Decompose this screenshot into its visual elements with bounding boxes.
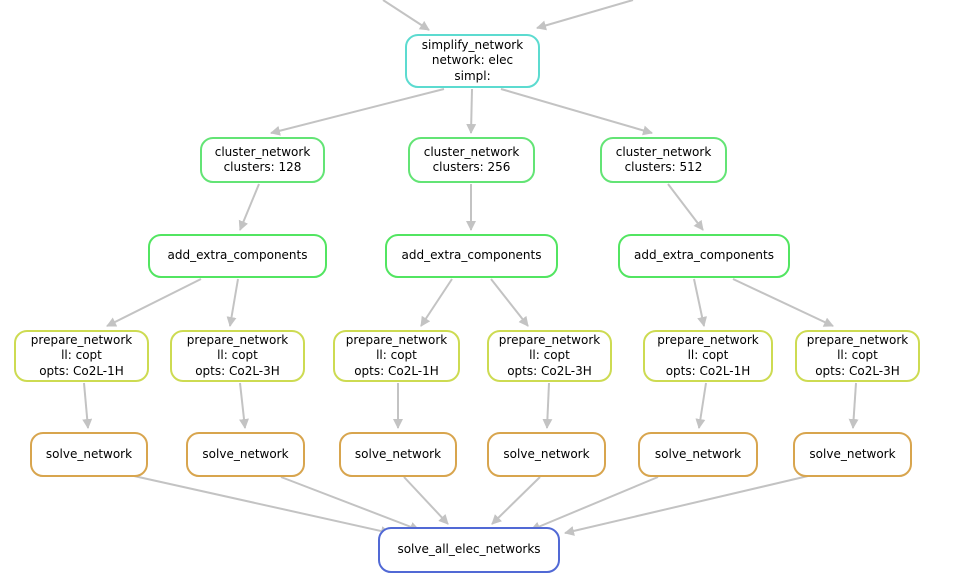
- node-label: add_extra_components: [167, 248, 308, 263]
- node-label: opts: Co2L-3H: [815, 363, 900, 378]
- edge-prepare-network-128-3h-to-solve-network-128-3h: [239, 382, 249, 429]
- edge-add-extra-components-128-to-prepare-network-128-1h: [106, 278, 202, 327]
- node-label: ll: copt: [217, 348, 258, 363]
- node-label: solve_network: [809, 446, 896, 461]
- edge-solve-network-128-1h-to-solve-all-elec-networks: [133, 475, 391, 536]
- node-solve-network-128-1h: solve_network: [30, 432, 148, 477]
- node-solve-network-128-3h: solve_network: [186, 432, 305, 477]
- node-label: opts: Co2L-1H: [665, 363, 751, 378]
- node-label: ll: copt: [61, 348, 102, 363]
- edge-prepare-network-512-3h-to-solve-network-512-3h: [848, 382, 859, 429]
- node-label: simpl:: [454, 68, 491, 83]
- node-label: cluster_network: [214, 144, 311, 159]
- node-label: clusters: 128: [223, 160, 302, 174]
- node-label: prepare_network: [345, 332, 448, 347]
- node-solve-network-256-1h: solve_network: [339, 432, 457, 477]
- node-label: opts: Co2L-1H: [354, 363, 439, 378]
- edge-prepare-network-512-1h-to-solve-network-512-1h: [695, 382, 707, 429]
- node-add-extra-components-256: add_extra_components: [385, 234, 558, 278]
- node-label: prepare_network: [30, 332, 133, 347]
- node-solve-network-512-1h: solve_network: [638, 432, 758, 477]
- node-label: opts: Co2L-1H: [39, 363, 124, 378]
- edge-simplify-network-to-cluster-network-512: [500, 88, 653, 136]
- edge-add-extra-components-512-to-prepare-network-512-3h: [732, 278, 834, 327]
- node-label: prepare_network: [186, 332, 289, 347]
- edge-group: [82, 0, 859, 536]
- node-label: solve_network: [45, 446, 133, 461]
- edge-solve-network-512-1h-to-solve-all-elec-networks: [530, 476, 659, 532]
- node-label: add_extra_components: [634, 248, 774, 263]
- edge-solve-network-128-3h-to-solve-all-elec-networks: [280, 476, 420, 532]
- node-label: ll: copt: [376, 348, 417, 363]
- node-label: clusters: 256: [432, 160, 511, 174]
- node-label: ll: copt: [687, 348, 729, 363]
- node-label: cluster_network: [615, 144, 712, 159]
- node-label: solve_network: [354, 446, 442, 461]
- edge-simplify-network-to-cluster-network-256: [466, 88, 477, 134]
- edge-solve-network-256-3h-to-solve-all-elec-networks: [491, 476, 541, 525]
- edge-prepare-network-128-1h-to-solve-network-128-1h: [82, 382, 93, 429]
- node-label: ll: copt: [529, 348, 570, 363]
- node-label: network: elec: [431, 53, 514, 68]
- node-label: prepare_network: [806, 332, 909, 347]
- node-label: ll: copt: [837, 348, 878, 363]
- node-label: prepare_network: [657, 332, 759, 347]
- node-label: cluster_network: [423, 144, 520, 159]
- edge-add-extra-components-256-to-prepare-network-256-3h: [490, 278, 529, 327]
- edge-cluster-network-512-to-add-extra-components-512: [667, 183, 704, 231]
- node-label: solve_all_elec_networks: [397, 542, 541, 557]
- node-label: solve_network: [202, 446, 289, 461]
- edge-offscreen-right-to-simplify-network: [536, 0, 634, 31]
- edge-prepare-network-256-3h-to-solve-network-256-3h: [542, 382, 553, 429]
- node-label: prepare_network: [498, 332, 601, 347]
- node-solve-network-512-3h: solve_network: [793, 432, 912, 477]
- edge-simplify-network-to-cluster-network-128: [270, 88, 445, 136]
- node-add-extra-components-128: add_extra_components: [148, 234, 327, 278]
- edge-solve-network-256-1h-to-solve-all-elec-networks: [403, 476, 449, 525]
- edge-add-extra-components-512-to-prepare-network-512-1h: [693, 278, 708, 327]
- node-solve-network-256-3h: solve_network: [487, 432, 606, 477]
- node-label: add_extra_components: [401, 248, 542, 263]
- node-label: solve_network: [503, 446, 590, 461]
- node-label: opts: Co2L-3H: [507, 363, 592, 378]
- node-label: clusters: 512: [624, 160, 703, 174]
- edge-cluster-network-128-to-add-extra-components-128: [238, 183, 260, 231]
- node-label: simplify_network: [421, 37, 524, 52]
- node-label: solve_network: [654, 446, 742, 461]
- node-solve-all-elec-networks: solve_all_elec_networks: [378, 527, 560, 573]
- edge-add-extra-components-128-to-prepare-network-128-3h: [226, 278, 239, 327]
- node-add-extra-components-512: add_extra_components: [618, 234, 790, 278]
- node-label: opts: Co2L-3H: [195, 363, 280, 378]
- edge-add-extra-components-256-to-prepare-network-256-1h: [420, 278, 453, 327]
- edge-offscreen-left-to-simplify-network: [382, 0, 430, 31]
- edge-solve-network-512-3h-to-solve-all-elec-networks: [564, 475, 809, 536]
